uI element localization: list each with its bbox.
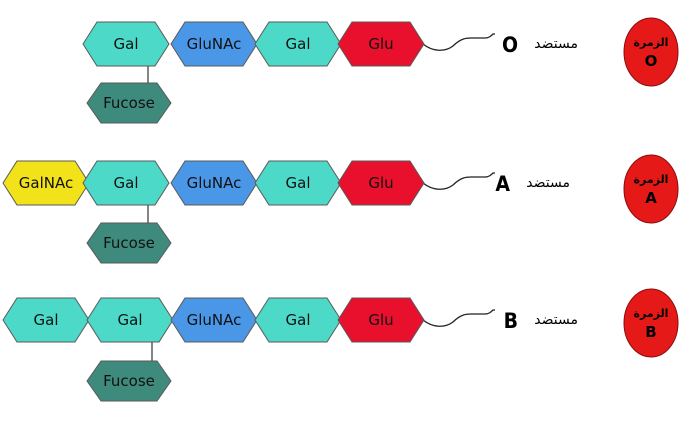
sugar-label: Glu: [368, 311, 393, 329]
fucose-label: Fucose: [103, 94, 155, 112]
sugar-label: Gal: [286, 311, 311, 329]
antigen-label: مستضد O: [502, 33, 578, 57]
antigen-label: مستضد B: [504, 309, 578, 333]
sugar-label: Glu: [368, 174, 393, 192]
badge-letter: O: [645, 52, 658, 70]
lipid-tail: [422, 172, 495, 190]
badge-word: الزمرة: [634, 307, 669, 320]
sugar-gal: Gal: [86, 297, 174, 343]
sugar-hexagon: [82, 21, 170, 67]
sugar-label: GluNAc: [187, 35, 242, 53]
sugar-glunac: GluNAc: [170, 297, 258, 343]
fucose-label: Fucose: [103, 234, 155, 252]
sugar-fucose-branch: Fucose: [86, 82, 172, 124]
sugar-galnac: GalNAc: [2, 160, 90, 206]
sugar-gal: Gal: [254, 160, 342, 206]
antigen-word: مستضد: [534, 312, 578, 328]
fucose-label: Fucose: [103, 372, 155, 390]
sugar-label: Gal: [114, 35, 139, 53]
badge-ellipse: [623, 288, 679, 358]
badge-letter: B: [645, 323, 656, 341]
sugar-label: Gal: [286, 174, 311, 192]
sugar-hexagon: [337, 160, 425, 206]
sugar-label: Gal: [286, 35, 311, 53]
lipid-tail: [422, 33, 495, 51]
sugar-hexagon: [337, 21, 425, 67]
sugar-glu: Glu: [337, 21, 425, 67]
badge-word: الزمرة: [634, 173, 669, 186]
fucose-hexagon: [86, 360, 172, 402]
antigen-letter: B: [504, 309, 518, 333]
antigen-label: مستضد A: [495, 172, 570, 196]
blood-group-badge: الزمرة B: [623, 288, 679, 358]
badge-word: الزمرة: [634, 36, 669, 49]
fucose-hexagon: [86, 82, 172, 124]
antigen-letter: O: [502, 33, 518, 57]
sugar-gal: Gal: [82, 160, 170, 206]
badge-ellipse: [623, 17, 679, 87]
blood-group-badge: الزمرة O: [623, 17, 679, 87]
sugar-gal: Gal: [2, 297, 90, 343]
sugar-gal: Gal: [254, 21, 342, 67]
sugar-glu: Glu: [337, 160, 425, 206]
sugar-hexagon: [337, 297, 425, 343]
sugar-label: Gal: [118, 311, 143, 329]
antigen-word: مستضد: [534, 36, 578, 52]
sugar-hexagon: [82, 160, 170, 206]
sugar-label: GluNAc: [187, 311, 242, 329]
sugar-gal: Gal: [82, 21, 170, 67]
blood-group-badge: الزمرة A: [623, 154, 679, 224]
fucose-hexagon: [86, 222, 172, 264]
badge-letter: A: [645, 189, 657, 207]
sugar-fucose-branch: Fucose: [86, 360, 172, 402]
antigen-letter: A: [495, 172, 510, 196]
sugar-label: Glu: [368, 35, 393, 53]
lipid-tail: [422, 309, 495, 327]
sugar-glunac: GluNAc: [170, 21, 258, 67]
sugar-fucose-branch: Fucose: [86, 222, 172, 264]
sugar-label: GalNAc: [19, 174, 73, 192]
badge-ellipse: [623, 154, 679, 224]
sugar-label: GluNAc: [187, 174, 242, 192]
sugar-glunac: GluNAc: [170, 160, 258, 206]
sugar-gal: Gal: [254, 297, 342, 343]
sugar-glu: Glu: [337, 297, 425, 343]
sugar-label: Gal: [114, 174, 139, 192]
sugar-label: Gal: [34, 311, 59, 329]
antigen-word: مستضد: [526, 175, 570, 191]
